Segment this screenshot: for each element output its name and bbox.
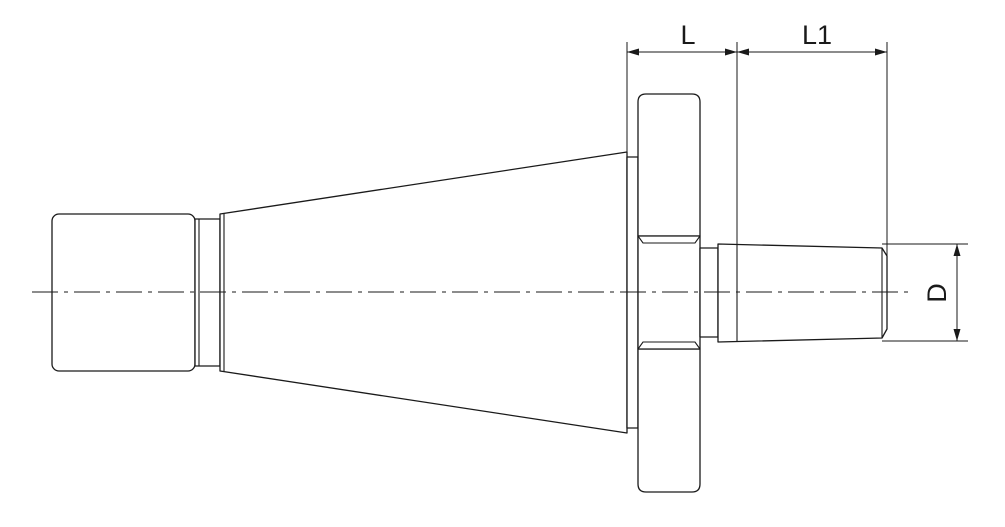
dimension-d-label: D [922,283,952,303]
flange [637,93,701,493]
dimension-l1-label: L1 [802,20,832,50]
dimension-l: L [626,20,738,244]
dimension-l1: L1 [737,20,888,256]
dimension-l-label: L [680,20,695,50]
front-taper-spigot [717,243,888,343]
dimension-d: D [882,243,968,342]
